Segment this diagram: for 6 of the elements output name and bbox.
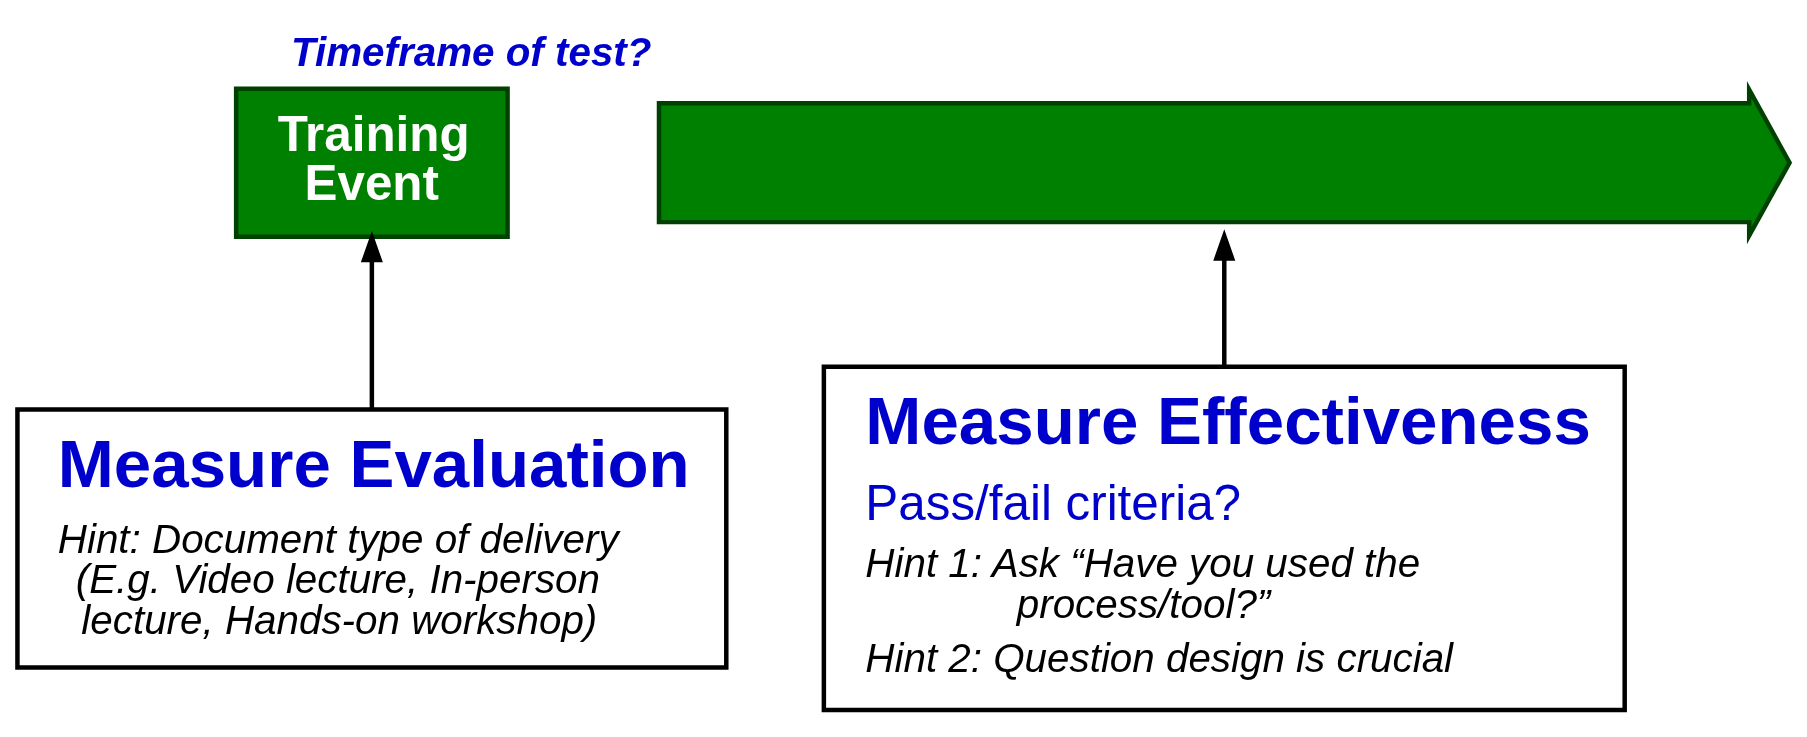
arrow [360,230,383,409]
node-box: Measure Evaluation Hint: Document type of delivery (E.g. Video lecture, In-person lecture, Hands-on workshop) [15,407,729,670]
node-box: Measure Effectiveness Pass/fail criteria? Hint 1: Ask “Have you used the process/tool?” Hint 2: Question design is crucial [821,364,1627,713]
arrow [1213,229,1236,366]
node-label: Timeframe of test? [291,29,652,75]
node-box: Training Event [233,86,510,239]
